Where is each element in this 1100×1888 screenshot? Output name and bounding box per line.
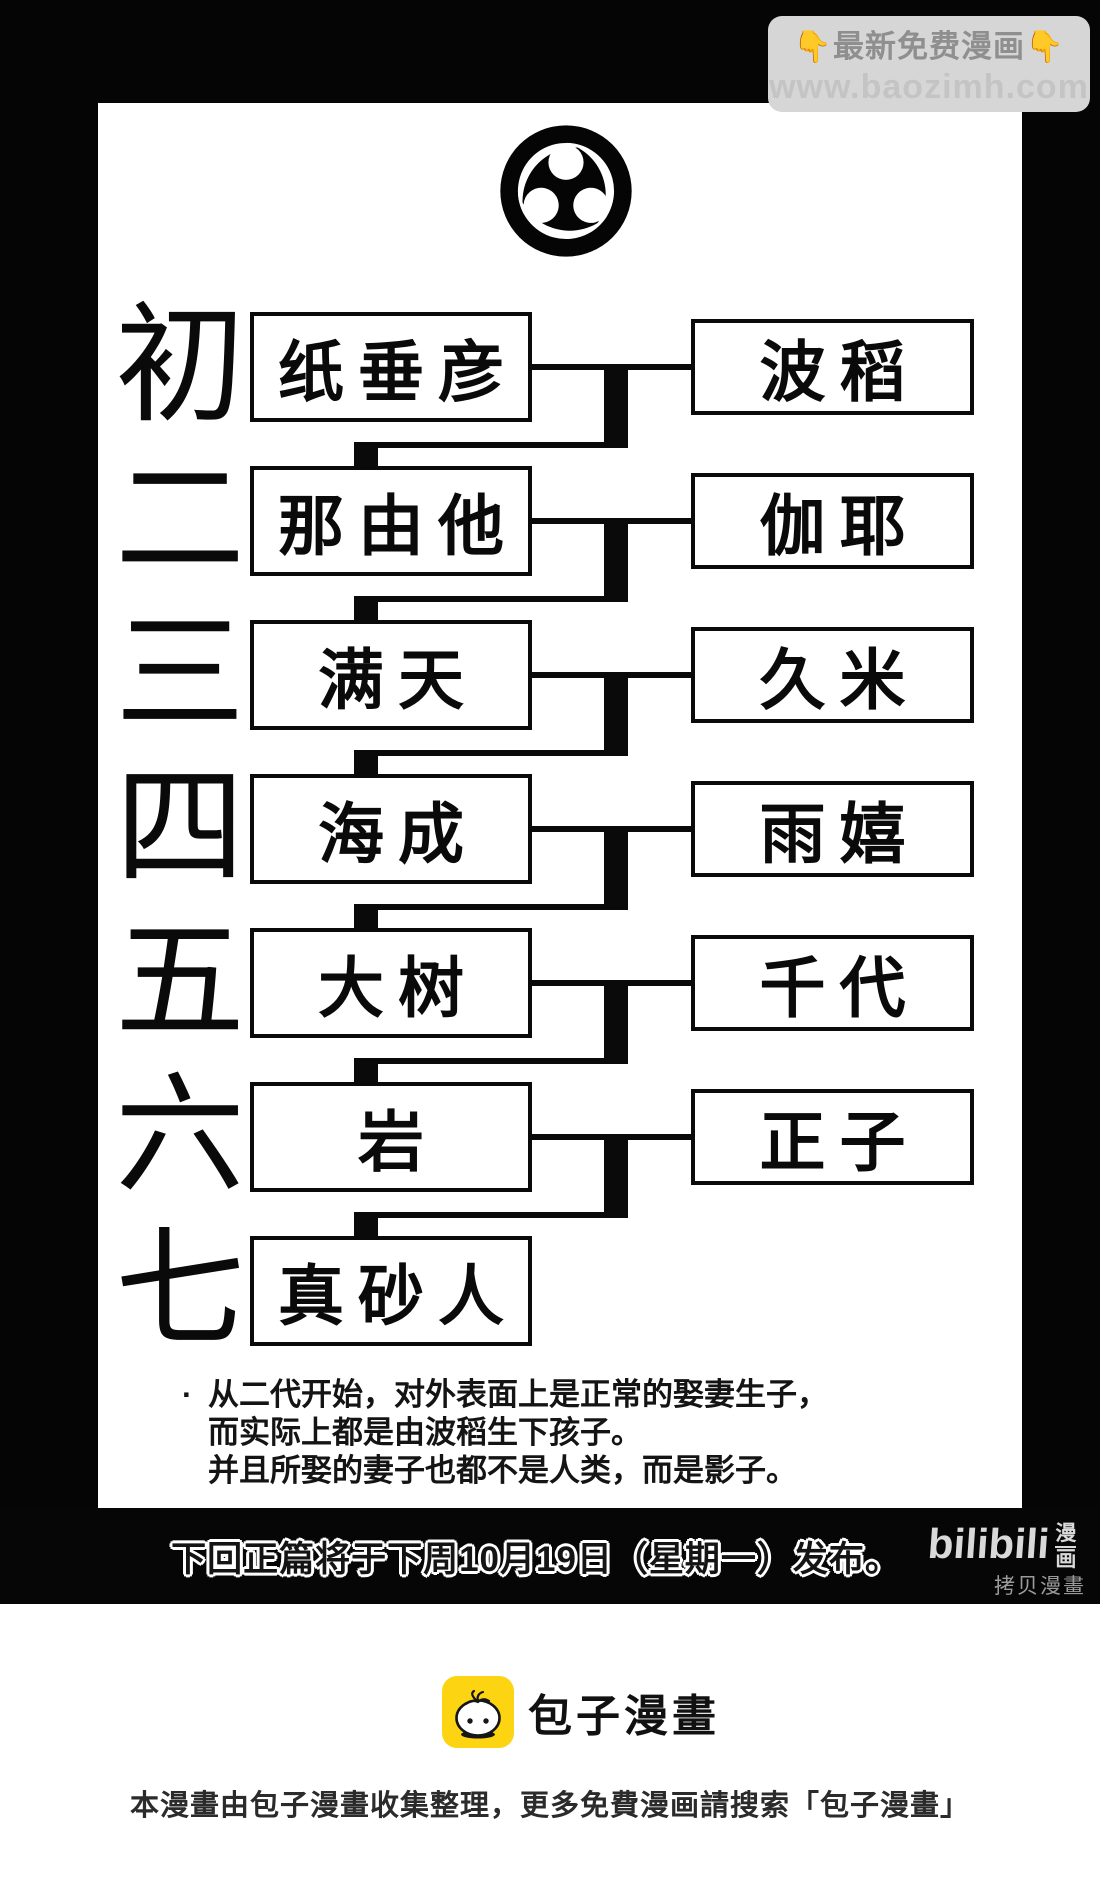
announcement-text: 下回正篇将于下周10月19日（星期一）发布。	[171, 1539, 901, 1579]
note-bullet: ·	[182, 1377, 193, 1412]
child-stub	[354, 750, 378, 778]
descent-bar	[604, 829, 628, 910]
announcement-wrap: 下回正篇将于下周10月19日（星期一）发布。	[98, 1508, 974, 1604]
announcement-bar	[0, 1508, 1100, 1604]
child-line	[354, 904, 628, 910]
descendant-box: 那由他	[250, 466, 532, 576]
spouse-box: 久米	[691, 627, 974, 723]
generation-numeral: 五	[114, 911, 245, 1055]
child-stub	[354, 1212, 378, 1240]
translator-notes: · 从二代开始，对外表面上是正常的娶妻生子， 而实际上都是由波稻生下孩子。 并且…	[162, 1376, 828, 1490]
mitsudomoe-crest-icon	[500, 125, 632, 257]
bilibili-manga-label: 漫 画	[1055, 1522, 1077, 1572]
watermark-url: www.baozimh.com	[769, 68, 1089, 106]
watermark-slogan-text: 最新免费漫画	[833, 29, 1025, 64]
descent-bar	[604, 675, 628, 756]
descendant-box: 满天	[250, 620, 532, 730]
generation-numeral: 初	[114, 295, 245, 439]
baozi-brand-name: 包子漫畫	[528, 1692, 720, 1741]
bilibili-wordmark: bilibili	[926, 1520, 1052, 1567]
child-stub	[354, 1058, 378, 1086]
note-line: 而实际上都是由波稻生下孩子。	[208, 1415, 642, 1450]
footer-area	[0, 1604, 1100, 1888]
child-line	[354, 750, 628, 756]
descendant-box: 海成	[250, 774, 532, 884]
note-text: 从二代开始，对外表面上是正常的娶妻生子，	[208, 1377, 828, 1412]
watermark-slogan: 👇最新免费漫画👇	[793, 21, 1064, 66]
generation-numeral: 二	[114, 449, 245, 593]
descendant-box: 纸垂彦	[250, 312, 532, 422]
descent-bar	[604, 1137, 628, 1218]
footer-credit-line: 本漫畫由包子漫畫收集整理，更多免費漫画請搜索「包子漫畫」	[129, 1790, 970, 1822]
generation-numeral: 三	[114, 603, 245, 747]
child-stub	[354, 442, 378, 470]
point-down-icon: 👇	[793, 29, 833, 64]
spouse-box: 雨嬉	[691, 781, 974, 877]
spouse-box: 千代	[691, 935, 974, 1031]
spouse-box: 正子	[691, 1089, 974, 1185]
bilibili-label-top: 漫	[1055, 1522, 1077, 1549]
generation-numeral: 六	[114, 1065, 245, 1209]
child-line	[354, 1058, 628, 1064]
child-line	[354, 442, 628, 448]
child-line	[354, 596, 628, 602]
bilibili-label-bottom: 画	[1055, 1548, 1077, 1572]
copy-watermark: 拷贝漫畫	[994, 1575, 1086, 1598]
bilibili-manga-logo: bilibili 漫 画 拷贝漫畫	[926, 1520, 1088, 1604]
child-line	[354, 1212, 628, 1218]
generation-numeral: 七	[114, 1219, 245, 1363]
point-down-icon: 👇	[1025, 29, 1065, 64]
child-stub	[354, 904, 378, 932]
spouse-box: 伽耶	[691, 473, 974, 569]
descendant-box: 真砂人	[250, 1236, 532, 1346]
note-line: · 从二代开始，对外表面上是正常的娶妻生子，	[162, 1376, 828, 1414]
descent-bar	[604, 367, 628, 448]
generation-numeral: 四	[114, 757, 245, 901]
baozi-logo-icon	[442, 1676, 514, 1748]
descent-bar	[604, 983, 628, 1064]
descendant-box: 岩	[250, 1082, 532, 1192]
note-line: 并且所娶的妻子也都不是人类，而是影子。	[208, 1453, 797, 1488]
spouse-box: 波稻	[691, 319, 974, 415]
site-watermark: 👇最新免费漫画👇 www.baozimh.com	[768, 16, 1090, 112]
child-stub	[354, 596, 378, 624]
descent-bar	[604, 521, 628, 602]
descendant-box: 大树	[250, 928, 532, 1038]
